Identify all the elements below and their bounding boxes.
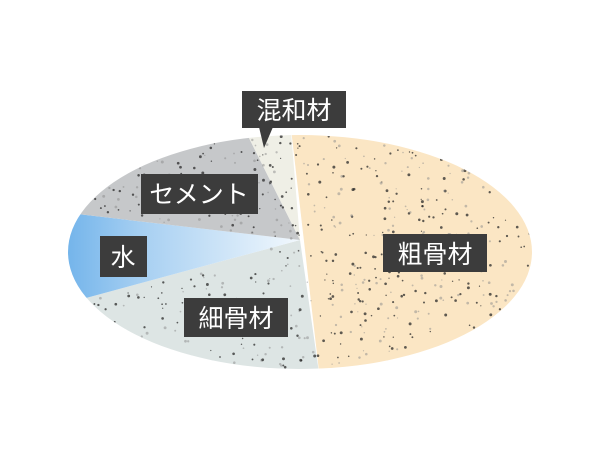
label-coarse-aggregate: 粗骨材 xyxy=(383,234,487,272)
segment-admixture xyxy=(240,135,300,240)
label-water: 水 xyxy=(100,236,147,277)
segment-water xyxy=(68,212,300,305)
label-coarse-aggregate-text: 粗骨材 xyxy=(397,240,472,269)
label-admixture: 混和材 xyxy=(242,91,346,148)
label-fine-aggregate: 細骨材 xyxy=(184,298,288,337)
label-water-text: 水 xyxy=(110,243,135,272)
label-admixture-text: 混和材 xyxy=(256,96,331,125)
label-fine-aggregate-text: 細骨材 xyxy=(198,304,273,333)
label-cement-text: セメント xyxy=(149,180,249,209)
label-cement: セメント xyxy=(141,174,258,214)
